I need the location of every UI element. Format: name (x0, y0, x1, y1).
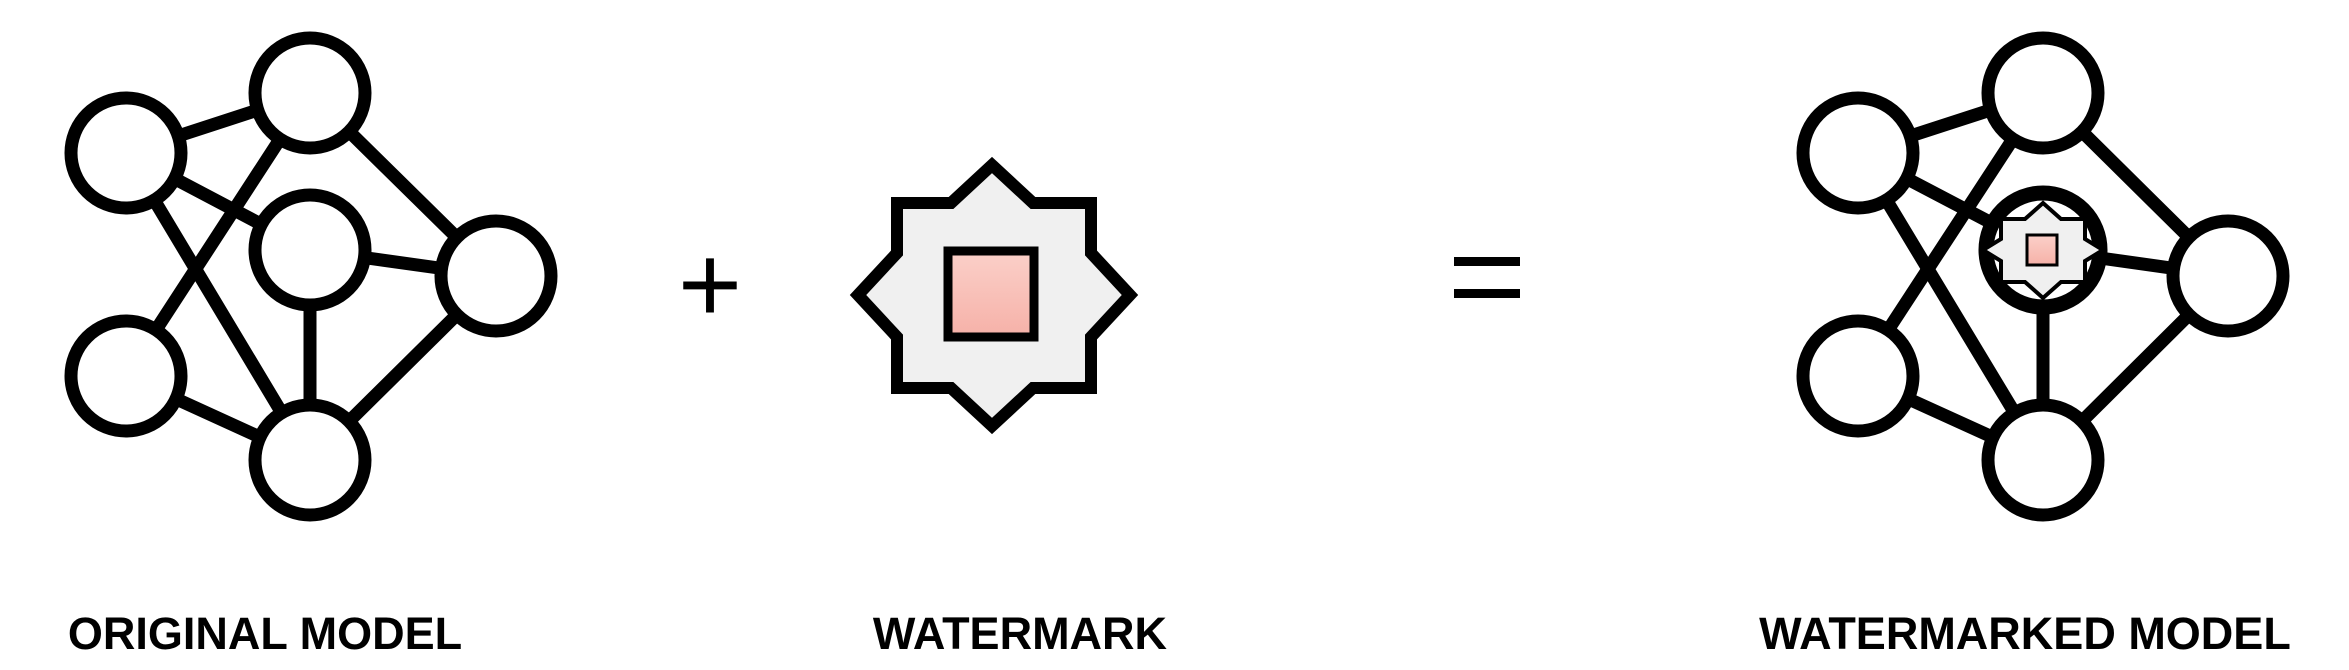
network-node (248, 188, 372, 312)
watermarked-model-label: WATERMARKED MODEL (1759, 608, 2291, 659)
network-node (248, 31, 372, 155)
network-node (1796, 314, 1920, 438)
watermark-square (943, 246, 1039, 342)
original-model-network-icon (64, 31, 558, 522)
network-node (1981, 31, 2105, 155)
embedded-watermark-icon (1979, 200, 2107, 301)
original-model-label: ORIGINAL MODEL (67, 608, 463, 659)
watermarked-model-network-icon (1796, 31, 2290, 522)
network-node (248, 398, 372, 522)
watermark-label: WATERMARK (872, 608, 1168, 659)
network-node (2166, 214, 2290, 338)
plus-operator: + (678, 223, 742, 346)
network-node (64, 314, 188, 438)
network-node (1796, 91, 1920, 215)
watermark-star-icon (849, 156, 1139, 435)
network-node (1981, 398, 2105, 522)
network-node (434, 214, 558, 338)
network-node (64, 91, 188, 215)
network-nodes (64, 31, 558, 522)
equals-operator (1454, 257, 1520, 298)
